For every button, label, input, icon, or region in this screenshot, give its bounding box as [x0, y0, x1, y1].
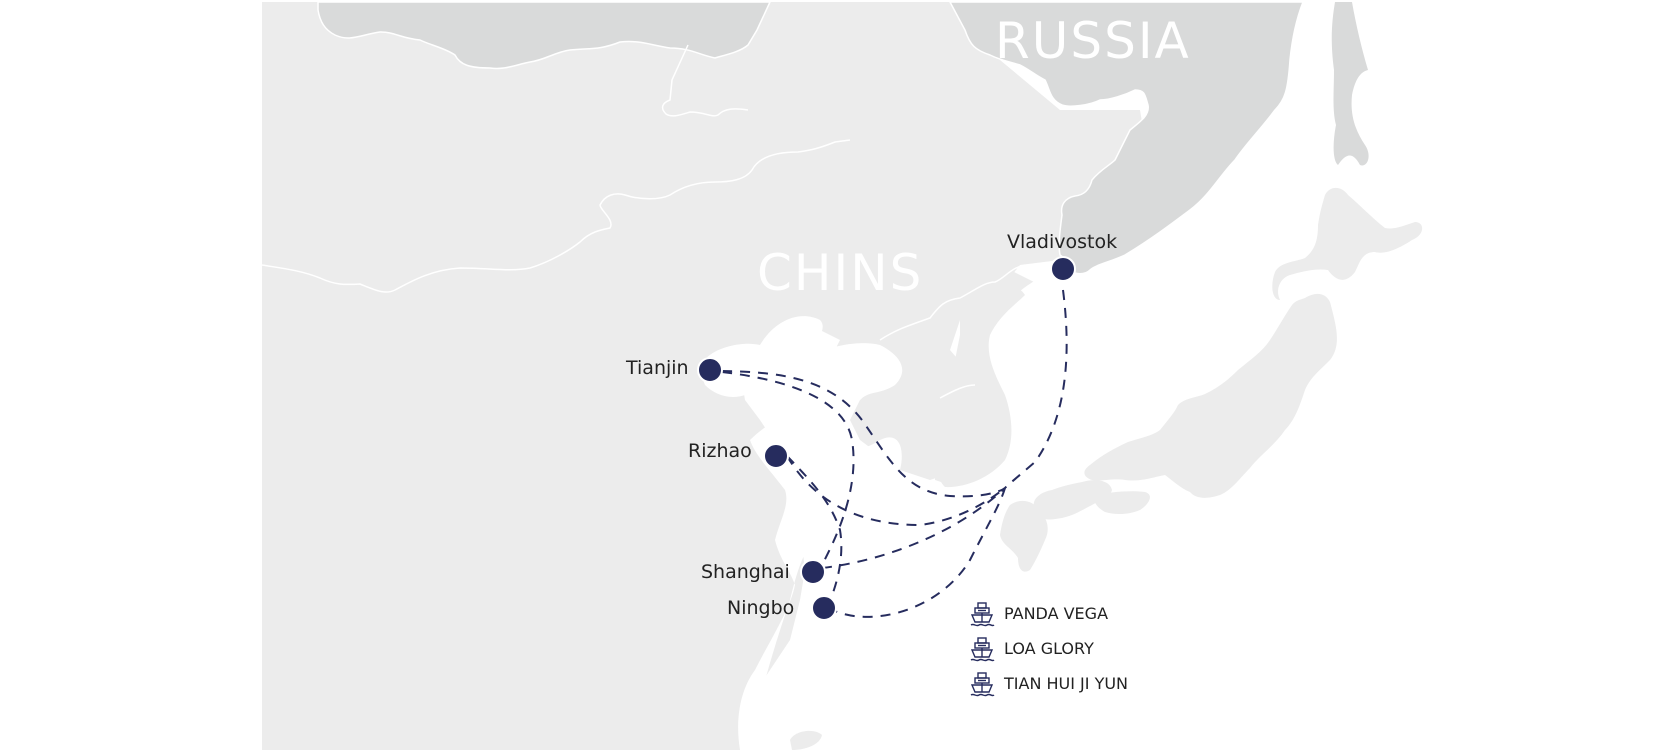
- ship-icon: [970, 671, 995, 696]
- port-marker-ningbo[interactable]: [811, 595, 837, 621]
- port-label-tianjin: Tianjin: [626, 357, 689, 379]
- legend-label: PANDA VEGA: [1004, 604, 1109, 623]
- borders: [261, 44, 1026, 399]
- legend-label: LOA GLORY: [1004, 639, 1094, 658]
- port-label-rizhao: Rizhao: [688, 440, 752, 462]
- land-island: [790, 730, 822, 750]
- route-rizhao-ningbo: [786, 455, 843, 606]
- legend-item-loa-glory[interactable]: LOA GLORY: [968, 631, 1128, 666]
- country-label-russia: RUSSIA: [995, 12, 1191, 70]
- route-ningbo-east: [827, 487, 1006, 618]
- ship-icon: [970, 636, 995, 661]
- land-russia: [317, 1, 772, 70]
- land-japan: [1000, 187, 1423, 572]
- legend-item-panda-vega[interactable]: PANDA VEGA: [968, 596, 1128, 631]
- route-vladivostok: [1004, 289, 1068, 489]
- land-sakhalin: [1331, 2, 1369, 166]
- land-korea: [938, 285, 1025, 488]
- legend-label: TIAN HUI JI YUN: [1004, 674, 1129, 693]
- port-marker-shanghai[interactable]: [800, 559, 826, 585]
- port-label-ningbo: Ningbo: [727, 597, 795, 619]
- port-label-vladivostok: Vladivostok: [1007, 231, 1118, 253]
- route-tianjin-shanghai: [721, 371, 855, 566]
- country-label-china: CHINS: [757, 244, 924, 302]
- route-shanghai-east: [821, 487, 1006, 569]
- port-marker-vladivostok[interactable]: [1050, 256, 1076, 282]
- legend-item-tian-hui-ji-yun[interactable]: TIAN HUI JI YUN: [968, 666, 1128, 701]
- vessel-legend: PANDA VEGA LOA GLORY TIA: [968, 596, 1128, 701]
- ship-icon: [970, 601, 995, 626]
- port-marker-rizhao[interactable]: [763, 443, 789, 469]
- shipping-routes: [721, 289, 1068, 618]
- land-russia-east: [948, 1, 1305, 275]
- route-rizhao-east: [786, 455, 1006, 527]
- port-label-shanghai: Shanghai: [701, 561, 790, 583]
- port-marker-tianjin[interactable]: [697, 357, 723, 383]
